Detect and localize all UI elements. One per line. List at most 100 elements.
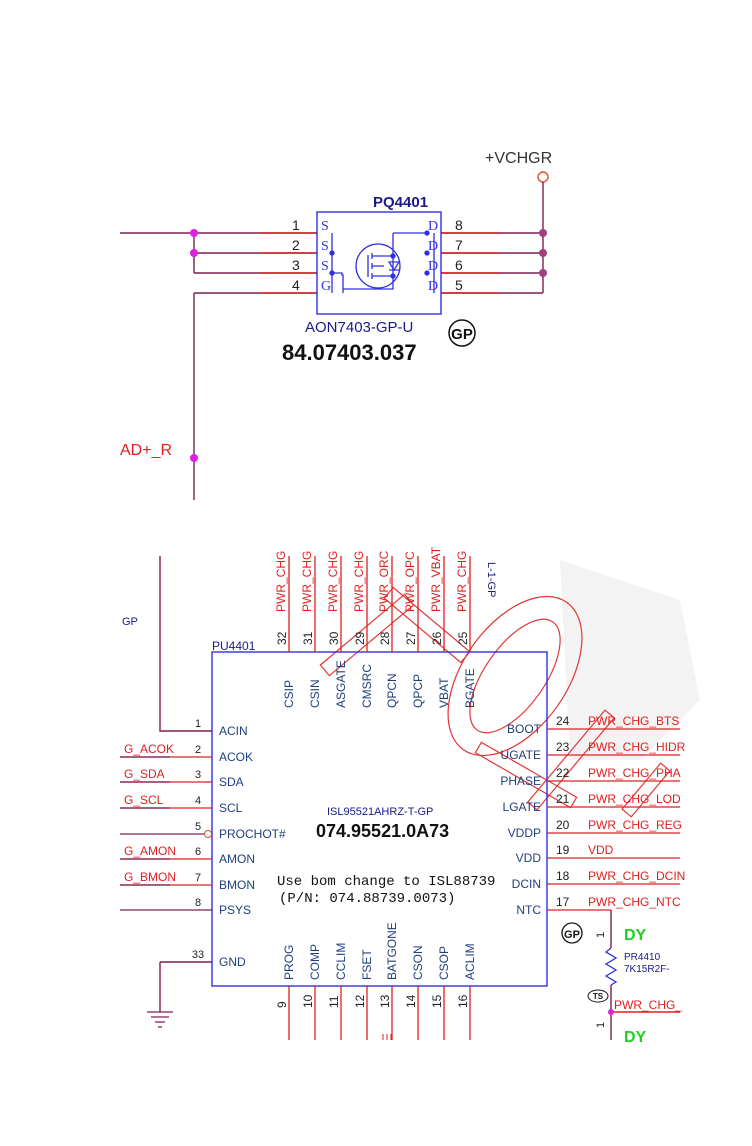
pin-number: 1: [595, 932, 607, 938]
svg-text:S: S: [321, 219, 329, 234]
resistor-value: 7K15R2F-: [624, 964, 670, 975]
net-label: PWR_VBAT: [429, 546, 443, 612]
net-label: PWR_CHG: [274, 551, 288, 612]
mosfet-symbol-icon: [329, 230, 435, 293]
pin-name: CSON: [411, 945, 425, 980]
ic-ref: PU4401: [212, 639, 256, 653]
pin-number: 4: [195, 795, 201, 807]
resistor-pr4410[interactable]: 1 1 DY DY PR4410 7K15R2F- PWR_CHG_ GP TS: [561, 910, 682, 1046]
pin-cson[interactable]: 14 CSON: [404, 945, 425, 1040]
svg-text:D: D: [428, 279, 438, 294]
net-label: G_SDA: [124, 767, 165, 781]
junction-dots-right: [539, 229, 547, 277]
pin-csin[interactable]: 31 PWR_CHG CSIN: [300, 551, 322, 708]
pin-number: 22: [556, 766, 570, 780]
pin-number: 13: [378, 994, 392, 1008]
bom-note-line1: Use bom change to ISL88739: [277, 874, 495, 890]
pin-number: 10: [301, 994, 315, 1008]
net-label: G_BMON: [124, 870, 176, 884]
net-label: PWR_CHG_BTS: [588, 714, 679, 728]
svg-text:S: S: [321, 259, 329, 274]
pin-name: BOOT: [507, 722, 542, 736]
pin-number: 2: [195, 744, 201, 756]
pin-number: 5: [195, 821, 201, 833]
pin-number: 1: [195, 718, 201, 730]
pin-name: QPCP: [411, 674, 425, 708]
pin-name: DCIN: [512, 877, 541, 891]
pin-name: PSYS: [219, 903, 251, 917]
net-label: PWR_CHG_REG: [588, 818, 682, 832]
pin-number: 23: [556, 740, 570, 754]
net-label: PWR_CHG: [300, 551, 314, 612]
junction-dot: [608, 1009, 614, 1015]
mosfet-pq4401[interactable]: +VCHGR AD+_R PQ4401 1 2 3 4 S S S G D D …: [120, 150, 552, 500]
pin-number: 28: [378, 631, 392, 645]
resistor-icon: [604, 947, 618, 986]
pin-number: 6: [195, 846, 201, 858]
pin-number: 14: [404, 994, 418, 1008]
pin-name: VBAT: [437, 677, 451, 708]
pin-number: 24: [556, 714, 570, 728]
pin-name: CSIN: [308, 679, 322, 708]
net-label: VDD: [588, 843, 614, 857]
pin-name: BGATE: [463, 668, 477, 708]
pin-name: ACLIM: [463, 943, 477, 980]
dy-label: DY: [624, 927, 647, 944]
pin-number: 19: [556, 843, 570, 857]
pin-name: PROCHOT#: [219, 827, 286, 841]
pin-number: 15: [430, 994, 444, 1008]
net-label: G_AMON: [124, 844, 176, 858]
pin-number: 18: [556, 869, 570, 883]
watermark: [319, 560, 700, 818]
svg-text:D: D: [428, 219, 438, 234]
charger-ic-pu4401[interactable]: GP L-1-GP PU4401 ISL95521AHRZ-T-GP 074.9…: [120, 546, 686, 1040]
ic-part: ISL95521AHRZ-T-GP: [327, 806, 433, 818]
side-label: GP: [122, 616, 138, 628]
net-label: PWR_CHG_: [614, 998, 682, 1012]
svg-text:2: 2: [292, 237, 300, 253]
pin-name: PHASE: [500, 774, 541, 788]
pin-name: BMON: [219, 878, 255, 892]
svg-text:8: 8: [455, 217, 463, 233]
pin-number: 31: [301, 631, 315, 645]
net-label: PWR_CHG: [326, 551, 340, 612]
net-label: PWR_CHG: [352, 551, 366, 612]
pin-name: VDDP: [508, 826, 541, 840]
resistor-ref: PR4410: [624, 952, 661, 963]
mosfet-ref: PQ4401: [373, 194, 428, 211]
